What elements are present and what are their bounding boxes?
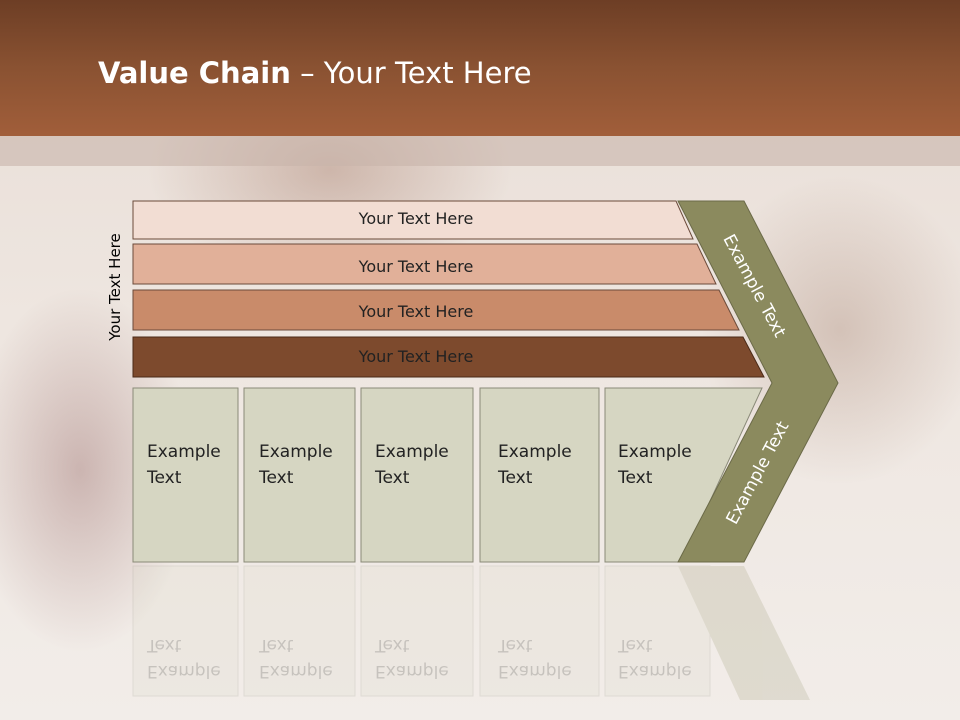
column-box-1 <box>132 387 239 563</box>
bar-3-label: Your Text Here <box>358 302 474 321</box>
column-4-text: Example Text <box>498 442 572 488</box>
column-5-text: Example Text <box>618 442 692 488</box>
title-rest: – Your Text Here <box>290 56 532 90</box>
bar-1 <box>132 200 694 240</box>
bar-1-label: Your Text Here <box>358 209 474 228</box>
column-box-4 <box>479 387 600 563</box>
page-title: Value Chain – Your Text Here <box>98 56 532 90</box>
bar-4-label: Your Text Here <box>358 347 474 366</box>
bar-2 <box>132 243 717 285</box>
bar-2-label: Your Text Here <box>358 257 474 276</box>
column-1-text: Example Text <box>147 442 221 488</box>
title-bar-strip <box>0 136 960 166</box>
title-bar <box>0 0 960 136</box>
bar-3 <box>132 289 740 331</box>
reflection <box>132 565 810 700</box>
column-box-3 <box>360 387 474 563</box>
column-2-text: Example Text <box>259 442 333 488</box>
column-3-text: Example Text <box>375 442 449 488</box>
chevron-arrow <box>677 200 839 563</box>
title-bold: Value Chain <box>98 56 291 90</box>
bar-4 <box>132 336 765 378</box>
column-box-2 <box>243 387 356 563</box>
